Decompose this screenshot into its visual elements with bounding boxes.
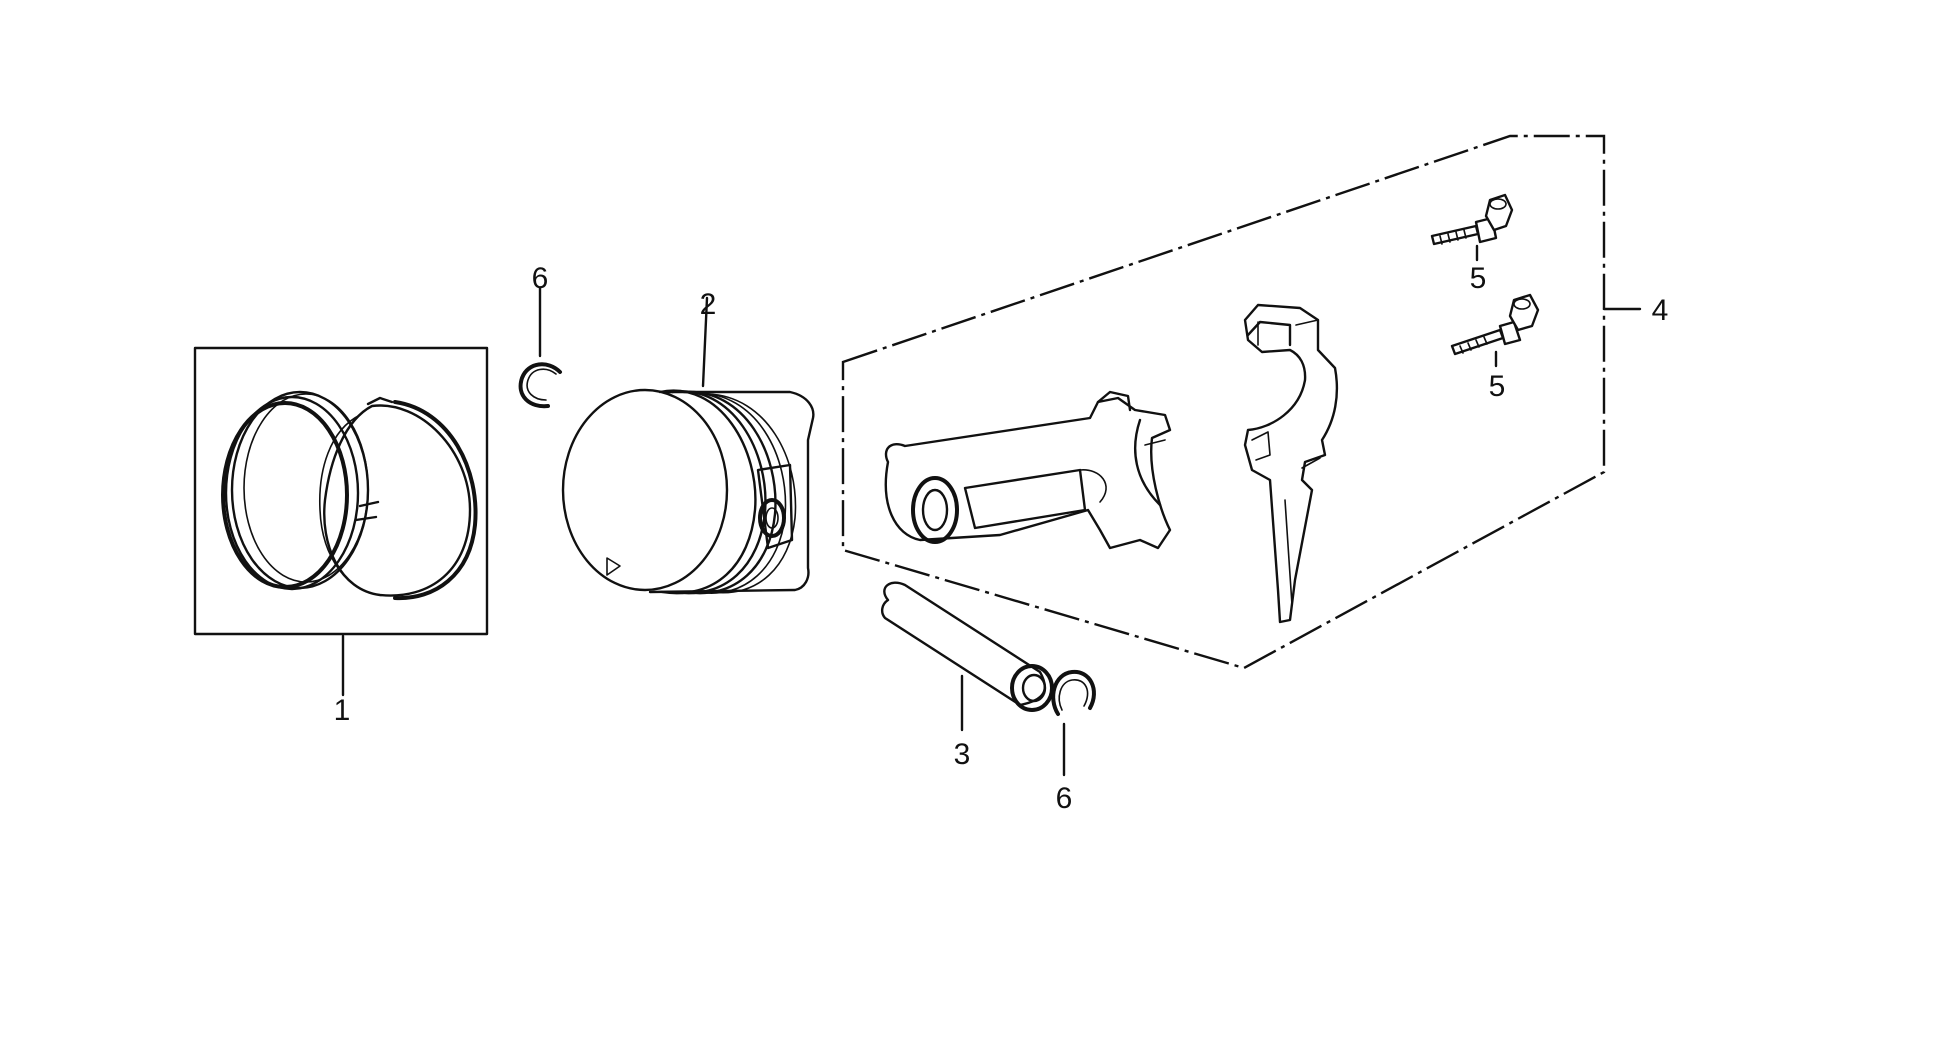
callout-6-lower: 6	[1056, 782, 1073, 815]
piston[interactable]: 2	[561, 288, 815, 595]
circlip-upper[interactable]: 6	[518, 262, 562, 409]
callout-5-upper: 5	[1470, 262, 1487, 295]
callout-3: 3	[954, 738, 971, 771]
callout-6-upper: 6	[532, 262, 549, 295]
connecting-rod-assembly[interactable]: 4	[841, 134, 1669, 670]
connecting-rod-assembly-boundary	[841, 134, 1606, 670]
rod-cap	[1243, 303, 1339, 624]
circlip-lower[interactable]: 6	[1051, 669, 1096, 815]
piston-ring-set-box	[193, 346, 489, 636]
callout-4: 4	[1652, 294, 1669, 327]
piston-pin[interactable]: 3	[880, 581, 1054, 771]
piston-ring-set[interactable]: 1	[193, 346, 489, 727]
callout-2: 2	[700, 288, 717, 321]
callout-1: 1	[334, 694, 351, 727]
rod-bolt-upper[interactable]: 5	[1430, 193, 1514, 295]
rod-bolt-lower[interactable]: 5	[1450, 293, 1540, 403]
callout-5-lower: 5	[1489, 370, 1506, 403]
